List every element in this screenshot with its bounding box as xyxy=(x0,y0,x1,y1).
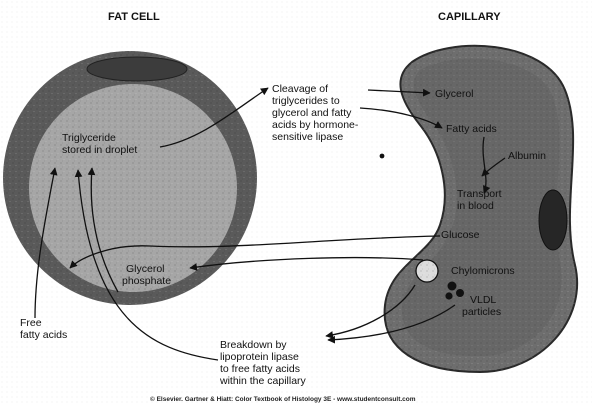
fat-cell-nucleus xyxy=(87,57,187,81)
glucose-label: Glucose xyxy=(441,229,480,241)
chylomicrons-label: Chylomicrons xyxy=(451,265,515,277)
fatty-acids-label: Fatty acids xyxy=(446,123,497,135)
lipase-dot xyxy=(380,154,385,159)
copyright-caption: © Elsevier. Gartner & Hiatt: Color Textb… xyxy=(150,395,416,403)
glycerol-phosphate-label: Glycerol phosphate xyxy=(122,263,171,287)
capillary-title: CAPILLARY xyxy=(438,11,501,23)
glycerol-label: Glycerol xyxy=(435,88,474,100)
fat-cell-title: FAT CELL xyxy=(108,11,160,23)
endothelial-nucleus xyxy=(539,190,567,250)
albumin-label: Albumin xyxy=(508,150,546,162)
